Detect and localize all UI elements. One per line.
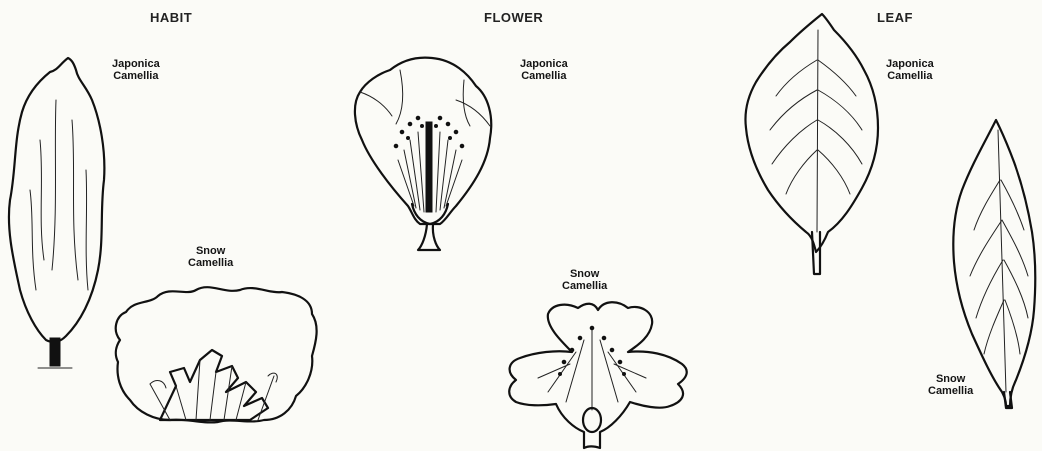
japonica-flower-drawing: [355, 58, 491, 250]
japonica-leaf-drawing: [745, 14, 878, 274]
japonica-habit-drawing: [9, 58, 104, 368]
snow-leaf-drawing: [953, 120, 1035, 408]
snow-habit-drawing: [116, 287, 317, 422]
snow-flower-drawing: [509, 302, 687, 448]
